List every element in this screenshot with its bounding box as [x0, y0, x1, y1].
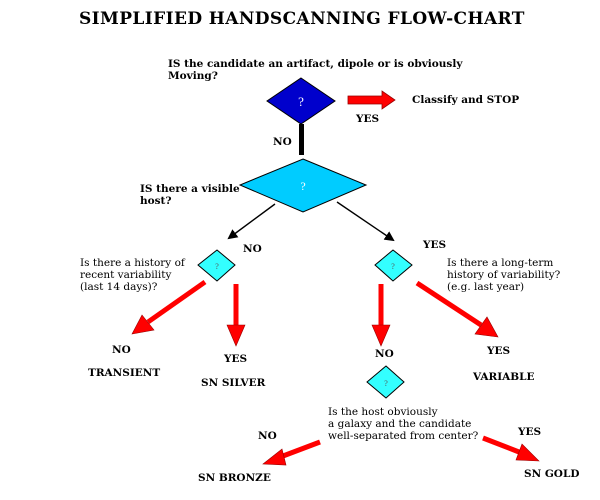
yes-arrow-host [336, 201, 395, 242]
question-recent-variability: Is there a history of recent variability… [80, 257, 185, 293]
no-arrow-host [227, 203, 276, 240]
no-arrow-recent-shaft [146, 279, 207, 325]
decision-galaxy-diamond [366, 365, 405, 399]
yes-arrow-galaxy-shaft [482, 435, 520, 455]
decision-longterm-variability-symbol: ? [391, 262, 395, 271]
label-yes-host: YES [423, 239, 447, 251]
outcome-transient: TRANSIENT [88, 367, 161, 379]
outcome-sn-silver: SN SILVER [201, 377, 266, 389]
decision-longterm-variability-diamond [374, 249, 413, 282]
label-no-galaxy: NO [258, 430, 277, 442]
label-no-recent: NO [112, 344, 131, 356]
no-arrow-galaxy-head [262, 448, 287, 466]
question-longterm-variability: Is there a long-term history of variabil… [447, 257, 561, 293]
decision-galaxy-symbol: ? [384, 379, 388, 388]
question-galaxy: Is the host obviously a galaxy and the c… [328, 406, 479, 442]
decision-artifact-symbol: ? [298, 94, 304, 109]
label-no-host: NO [243, 243, 262, 255]
label-yes-galaxy: YES [518, 426, 542, 438]
page-title: SIMPLIFIED HANDSCANNING FLOW-CHART [79, 9, 525, 29]
yes-arrow-galaxy-head [515, 443, 540, 462]
question-artifact: IS the candidate an artifact, dipole or … [168, 58, 463, 82]
outcome-variable: VARIABLE [473, 371, 535, 383]
label-yes-artifact: YES [356, 113, 380, 125]
label-yes-longterm: YES [487, 345, 511, 357]
yes-arrow-recent-head [226, 324, 246, 347]
yes-arrow-classify [347, 90, 396, 110]
decision-host-diamond [238, 158, 368, 213]
decision-recent-variability-symbol: ? [215, 262, 219, 271]
decision-recent-variability-diamond [197, 249, 236, 282]
yes-arrow-longterm-head [474, 316, 499, 338]
label-no-longterm: NO [375, 348, 394, 360]
yes-arrow-longterm-shaft [415, 280, 483, 328]
question-visible-host: IS there a visible host? [140, 183, 240, 207]
outcome-sn-bronze: SN BRONZE [198, 472, 271, 484]
no-connector-artifact [299, 124, 304, 155]
label-no-artifact: NO [273, 136, 292, 148]
decision-host-symbol: ? [300, 179, 305, 193]
no-arrow-recent-head [131, 314, 155, 335]
outcome-classify-stop: Classify and STOP [412, 94, 520, 106]
label-yes-recent: YES [224, 353, 248, 365]
no-arrow-galaxy-shaft [282, 439, 321, 459]
outcome-sn-gold: SN GOLD [524, 468, 580, 480]
no-arrow-longterm-head [371, 324, 391, 347]
